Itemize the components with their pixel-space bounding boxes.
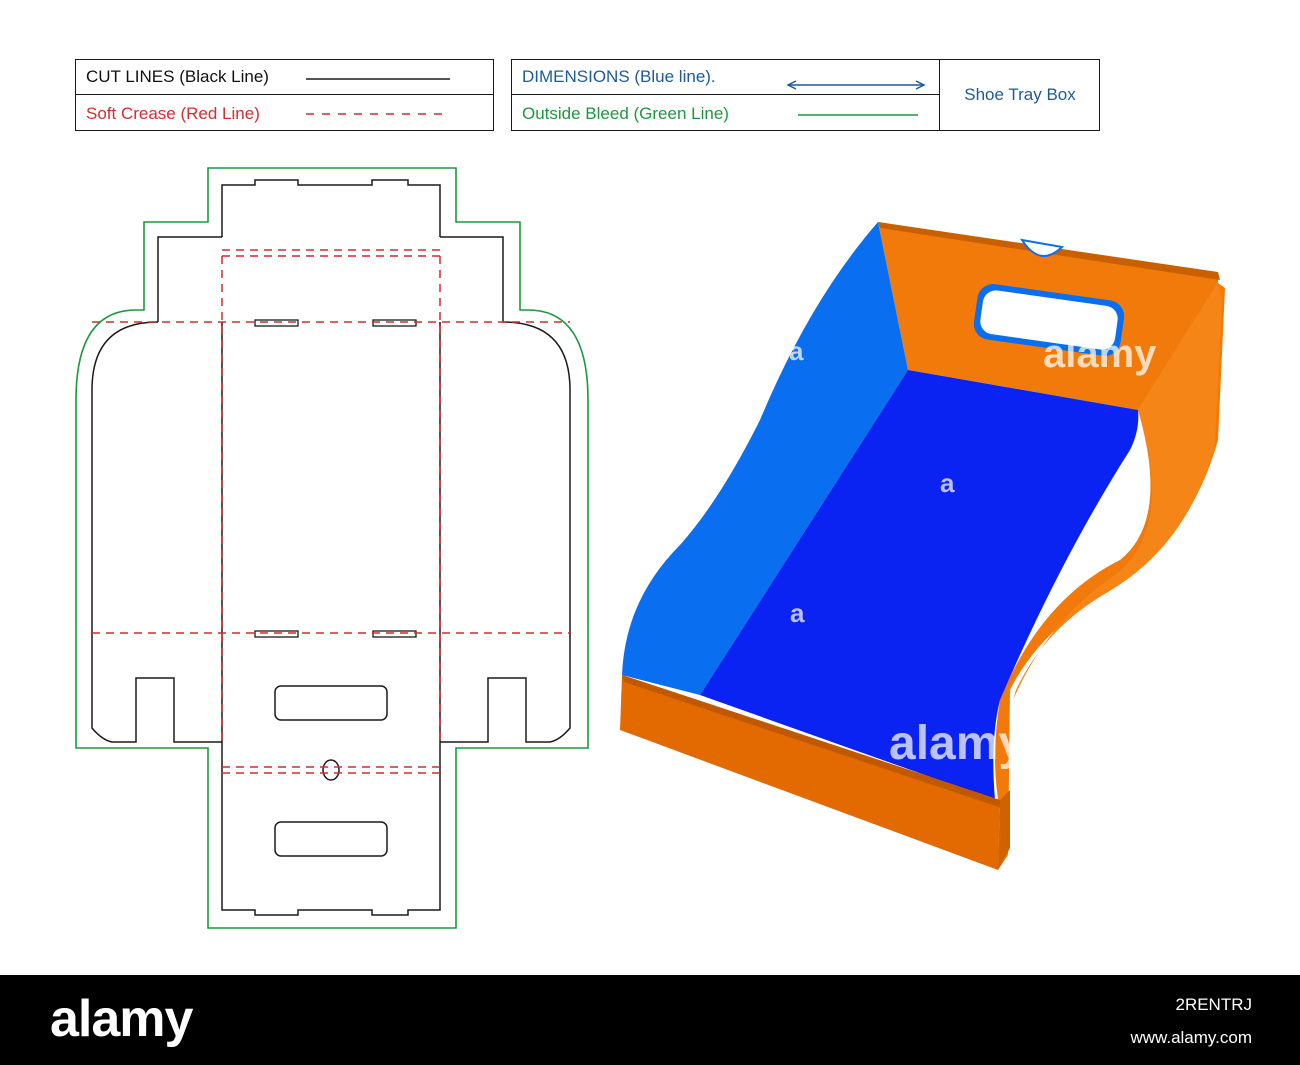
footer-bar: alamy 2RENTRJ www.alamy.com (0, 975, 1300, 1065)
thumb-notch-cut (322, 759, 340, 781)
right-side-panel-cut (440, 321, 571, 743)
dimensions-label: DIMENSIONS (Blue line). (522, 67, 716, 86)
cut-line-sample (306, 78, 450, 80)
top-flap-cut (221, 179, 441, 237)
footer-url: www.alamy.com (1130, 1028, 1252, 1047)
watermark-letter: a (790, 598, 805, 628)
legend-line-types: CUT LINES (Black Line) Soft Crease (Red … (75, 59, 494, 131)
tray-floor (700, 370, 1139, 800)
cut-lines-label: CUT LINES (Black Line) (86, 67, 269, 86)
left-side-panel-cut (91, 321, 222, 743)
left-inner-wall (622, 222, 908, 695)
legend-row-outside-bleed: Outside Bleed (Green Line) (512, 96, 940, 131)
bottom-panel-cut (221, 742, 441, 916)
legend-row-soft-crease: Soft Crease (Red Line) (76, 96, 493, 131)
watermark-letter: a (1090, 598, 1105, 628)
handle-hole-cut (274, 685, 388, 721)
bleed-outline (75, 167, 589, 929)
watermark-letter: a (789, 336, 804, 366)
watermark-brand: alamy (1043, 332, 1157, 376)
crease-lines (92, 249, 570, 774)
thumb-notch (1019, 238, 1065, 257)
slot (254, 630, 299, 638)
slot (372, 630, 417, 638)
crease-line-sample (306, 113, 450, 115)
slot (372, 319, 417, 327)
dimension-arrow-sample (786, 80, 926, 90)
right-upper-tab-cut (440, 236, 504, 322)
shoe-tray-box-3d (620, 222, 1225, 870)
front-wall (620, 675, 1000, 870)
legend-dimensions-bleed: DIMENSIONS (Blue line). Outside Bleed (G… (511, 59, 1100, 131)
handle-hole-cut (274, 821, 388, 857)
outside-bleed-label: Outside Bleed (Green Line) (522, 103, 729, 123)
legend-divider (939, 60, 940, 130)
watermark-brand: alamy (889, 717, 1026, 770)
image-id: 2RENTRJ (1175, 995, 1252, 1014)
watermark-letter: a (940, 468, 955, 498)
bleed-line-sample (798, 114, 918, 116)
legend-row-dimensions: DIMENSIONS (Blue line). (512, 60, 940, 95)
footer-logo: alamy (50, 990, 193, 1048)
box-type-title: Shoe Tray Box (964, 85, 1076, 104)
left-upper-tab-cut (157, 236, 222, 322)
dieline-drawing (75, 167, 589, 929)
legend-row-cut-lines: CUT LINES (Black Line) (76, 60, 493, 95)
soft-crease-label: Soft Crease (Red Line) (86, 103, 260, 123)
slot (254, 319, 299, 327)
